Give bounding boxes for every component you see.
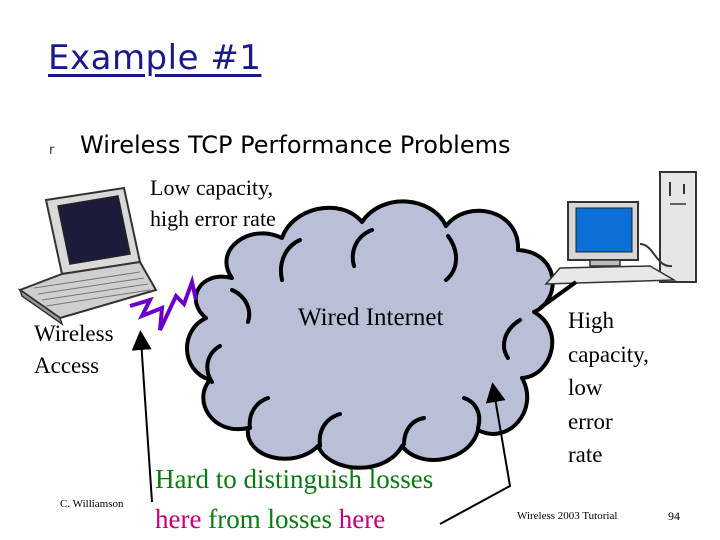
desktop-computer-icon [546, 172, 696, 284]
high-capacity-line: error [568, 405, 649, 439]
low-capacity-line: Low capacity, [150, 172, 276, 203]
wireless-access-label: Wireless Access [34, 318, 114, 382]
loss-caption-line2: here from losses here [155, 504, 385, 535]
from-losses-text: from losses [201, 504, 338, 534]
page-number: 94 [668, 509, 680, 524]
high-capacity-line: High [568, 304, 649, 338]
here-wireless: here [155, 504, 201, 534]
arrow-wireless-loss [141, 340, 152, 502]
footer-title: Wireless 2003 Tutorial [517, 510, 617, 522]
wired-internet-label: Wired Internet [298, 304, 443, 332]
wireless-line: Wireless [34, 318, 114, 350]
high-capacity-label: High capacity, low error rate [568, 304, 649, 472]
footer-author: C. Williamson [60, 498, 124, 510]
bullet-marker: r [49, 143, 54, 158]
high-error-line: high error rate [150, 203, 276, 234]
slide-title: Example #1 [48, 38, 261, 78]
access-line: Access [34, 350, 114, 382]
bullet-text: Wireless TCP Performance Problems [80, 131, 511, 159]
here-wired: here [339, 504, 385, 534]
low-capacity-label: Low capacity, high error rate [150, 172, 276, 234]
high-capacity-line: rate [568, 438, 649, 472]
internet-cloud-icon [187, 201, 553, 467]
high-capacity-line: low [568, 371, 649, 405]
high-capacity-line: capacity, [568, 338, 649, 372]
loss-caption-line1: Hard to distinguish losses [155, 464, 433, 495]
